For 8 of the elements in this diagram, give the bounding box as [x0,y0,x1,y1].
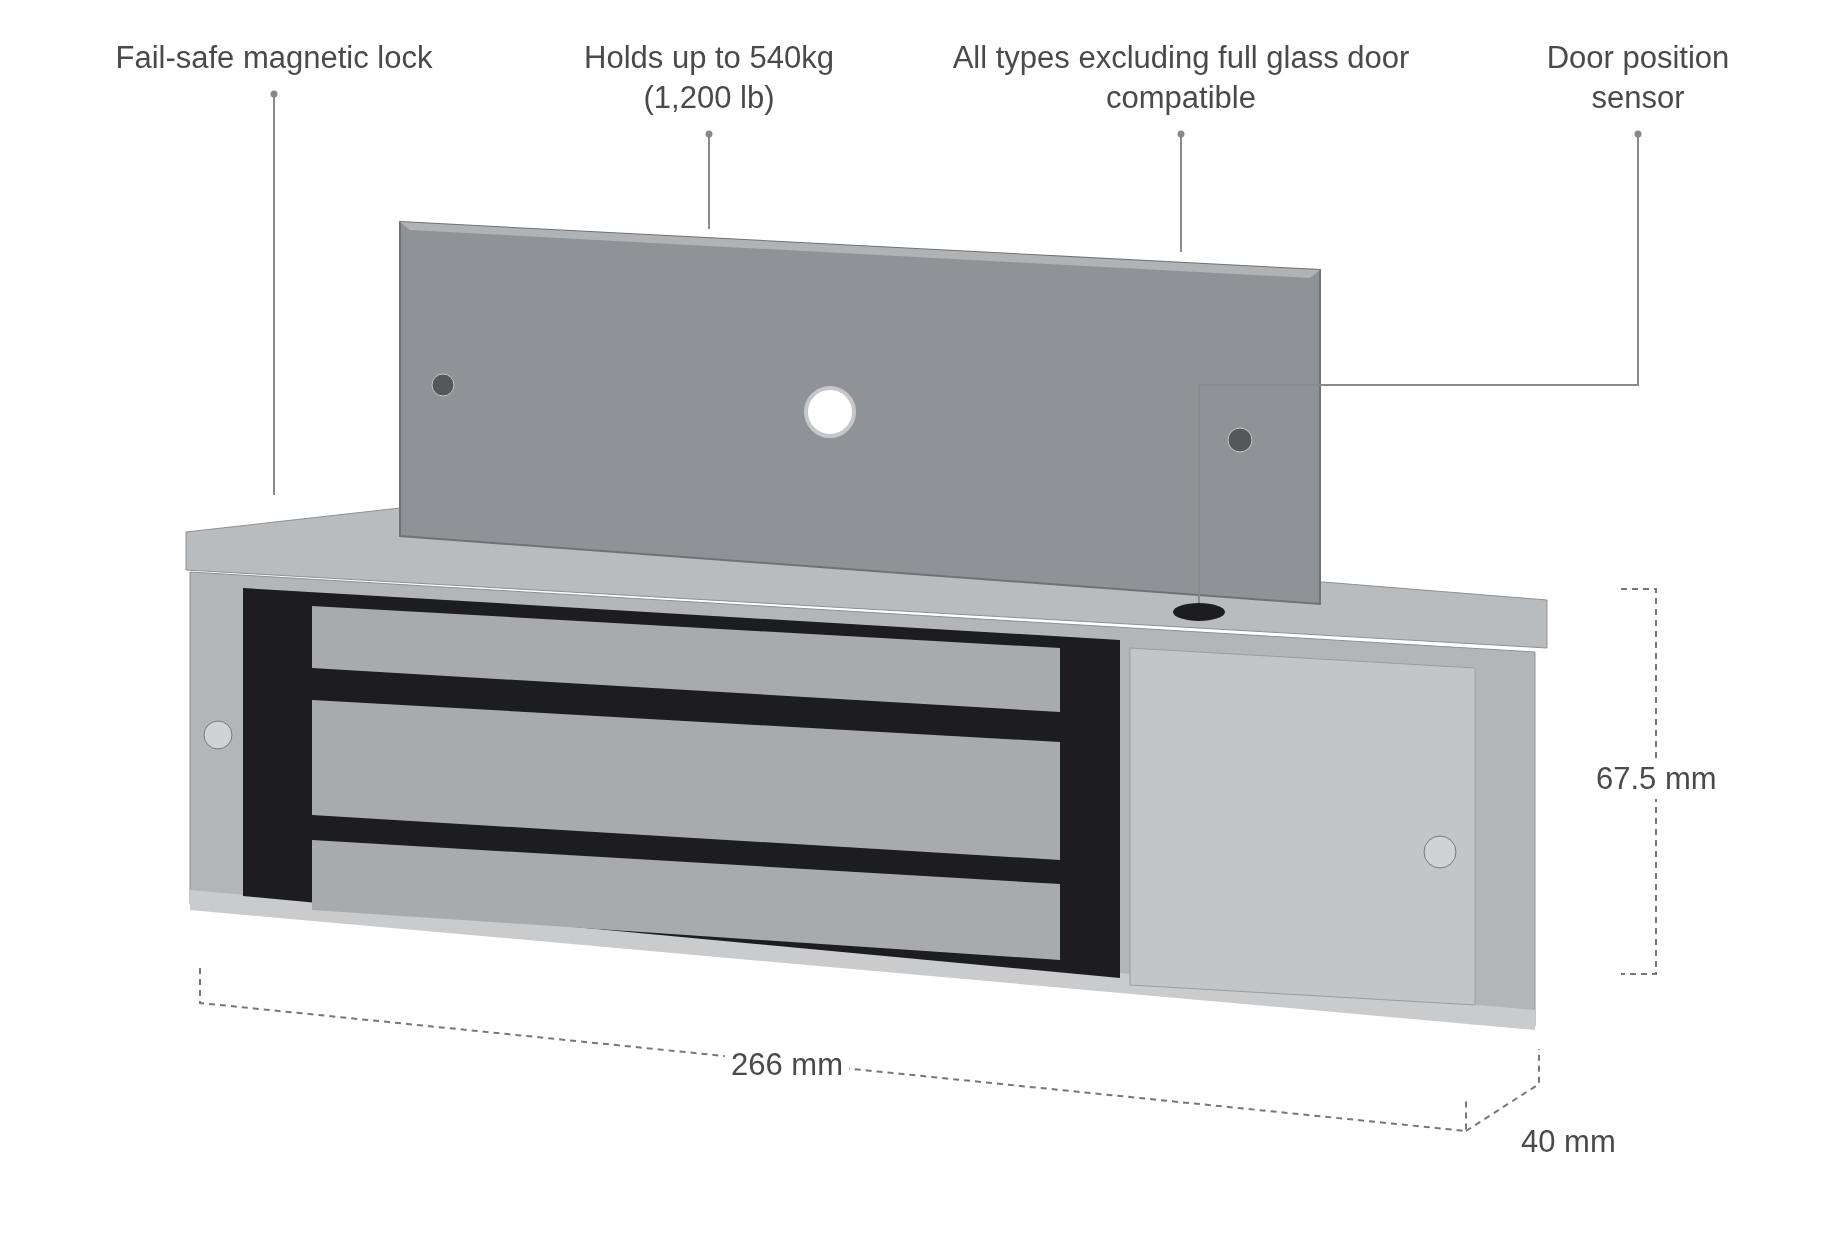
callout-text: All types excluding full glass door compatible [951,38,1411,122]
leader-line [1198,130,1642,604]
leader-line [705,130,713,230]
callout-text: Holds up to 540kg (1,200 lb) [549,38,869,122]
callout-text: Fail-safe magnetic lock [94,38,454,82]
leader-line [1177,130,1185,253]
leader-line [270,90,278,496]
callout-text: Door position sensor [1513,38,1763,122]
